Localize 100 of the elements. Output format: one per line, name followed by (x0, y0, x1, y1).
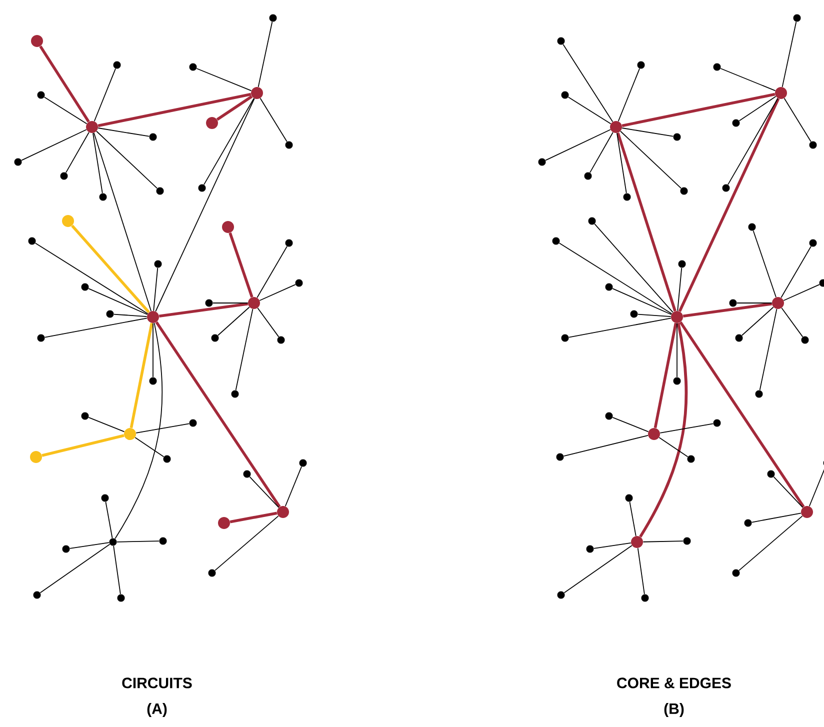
node-dot (732, 119, 740, 127)
connection-line (113, 545, 121, 595)
node-dot (729, 299, 737, 307)
node-dot (678, 260, 686, 268)
node-dot (775, 87, 787, 99)
node-dot (113, 61, 121, 69)
connection-line (42, 434, 124, 457)
connection-line (620, 130, 682, 189)
node-dot (124, 428, 136, 440)
connection-line (105, 501, 113, 539)
connection-line (153, 267, 158, 312)
connection-line (658, 437, 688, 458)
connection-line (218, 306, 250, 336)
node-dot (277, 336, 285, 344)
node-dot (561, 91, 569, 99)
node-dot (205, 299, 213, 307)
node-dot (101, 494, 109, 502)
node-dot (222, 221, 234, 233)
panel-caption: CORE & EDGES (617, 678, 731, 688)
connection-line (590, 132, 614, 174)
node-dot (630, 310, 638, 318)
node-dot (37, 91, 45, 99)
node-dot (713, 419, 721, 427)
node-dot (285, 239, 293, 247)
panel-caption: CIRCUITS (122, 678, 192, 688)
connection-line (639, 322, 688, 538)
connection-line (660, 423, 714, 434)
node-dot (269, 14, 277, 22)
connection-line (152, 322, 154, 378)
node-dot (680, 187, 688, 195)
node-dot (793, 14, 801, 22)
connection-line (593, 542, 632, 549)
node-dot (62, 545, 70, 553)
panel-caption: (A) (147, 703, 167, 717)
node-dot (30, 451, 42, 463)
connection-line (612, 417, 649, 432)
node-dot (218, 517, 230, 529)
connection-line (612, 288, 672, 315)
connection-line (21, 129, 87, 161)
connection-line (98, 92, 252, 128)
node-dot (147, 311, 159, 323)
connection-line (784, 98, 812, 142)
node-dot (299, 459, 307, 467)
node-dot (744, 519, 752, 527)
node-dot (99, 193, 107, 201)
connection-line (155, 98, 255, 312)
connection-line (752, 230, 776, 298)
panel-caption: (B) (664, 703, 684, 717)
connection-line (44, 318, 148, 338)
connection-line (728, 98, 778, 186)
connection-line (562, 44, 614, 122)
node-dot (584, 172, 592, 180)
connection-line (88, 288, 148, 315)
connection-line (228, 232, 254, 298)
connection-line (260, 98, 288, 142)
connection-line (116, 540, 160, 542)
connection-line (742, 306, 774, 336)
connection-line (679, 321, 805, 508)
connection-line (637, 548, 645, 595)
connection-line (736, 302, 772, 304)
connection-line (40, 544, 110, 594)
node-dot (86, 121, 98, 133)
node-dot (156, 187, 164, 195)
node-dot (605, 283, 613, 291)
node-dot (31, 35, 43, 47)
connection-line (783, 284, 820, 301)
connection-line (618, 68, 640, 122)
connection-line (114, 314, 148, 318)
connection-line (204, 98, 254, 186)
node-dot (231, 390, 239, 398)
connection-line (654, 322, 678, 428)
connection-line (93, 132, 152, 312)
connection-line (677, 267, 682, 312)
connection-line (230, 512, 278, 524)
connection-line (130, 322, 154, 428)
connection-line (676, 322, 678, 378)
node-dot (671, 311, 683, 323)
node-dot (163, 455, 171, 463)
connection-line (212, 302, 248, 304)
node-dot (117, 594, 125, 602)
connection-line (249, 476, 280, 508)
node-dot (248, 297, 260, 309)
node-dot (755, 390, 763, 398)
connection-line (558, 242, 672, 314)
connection-line (158, 302, 248, 318)
node-dot (109, 538, 117, 546)
connection-line (563, 435, 648, 456)
node-dot (189, 63, 197, 71)
node-dot (748, 223, 756, 231)
connection-line (114, 322, 162, 540)
connection-line (214, 516, 279, 571)
node-dot (641, 594, 649, 602)
node-dot (556, 453, 564, 461)
connection-line (738, 516, 803, 571)
connection-line (69, 542, 110, 549)
connection-line (622, 128, 674, 137)
connection-line (39, 45, 90, 123)
connection-line (773, 476, 804, 508)
node-dot (159, 537, 167, 545)
connection-line (616, 132, 676, 312)
